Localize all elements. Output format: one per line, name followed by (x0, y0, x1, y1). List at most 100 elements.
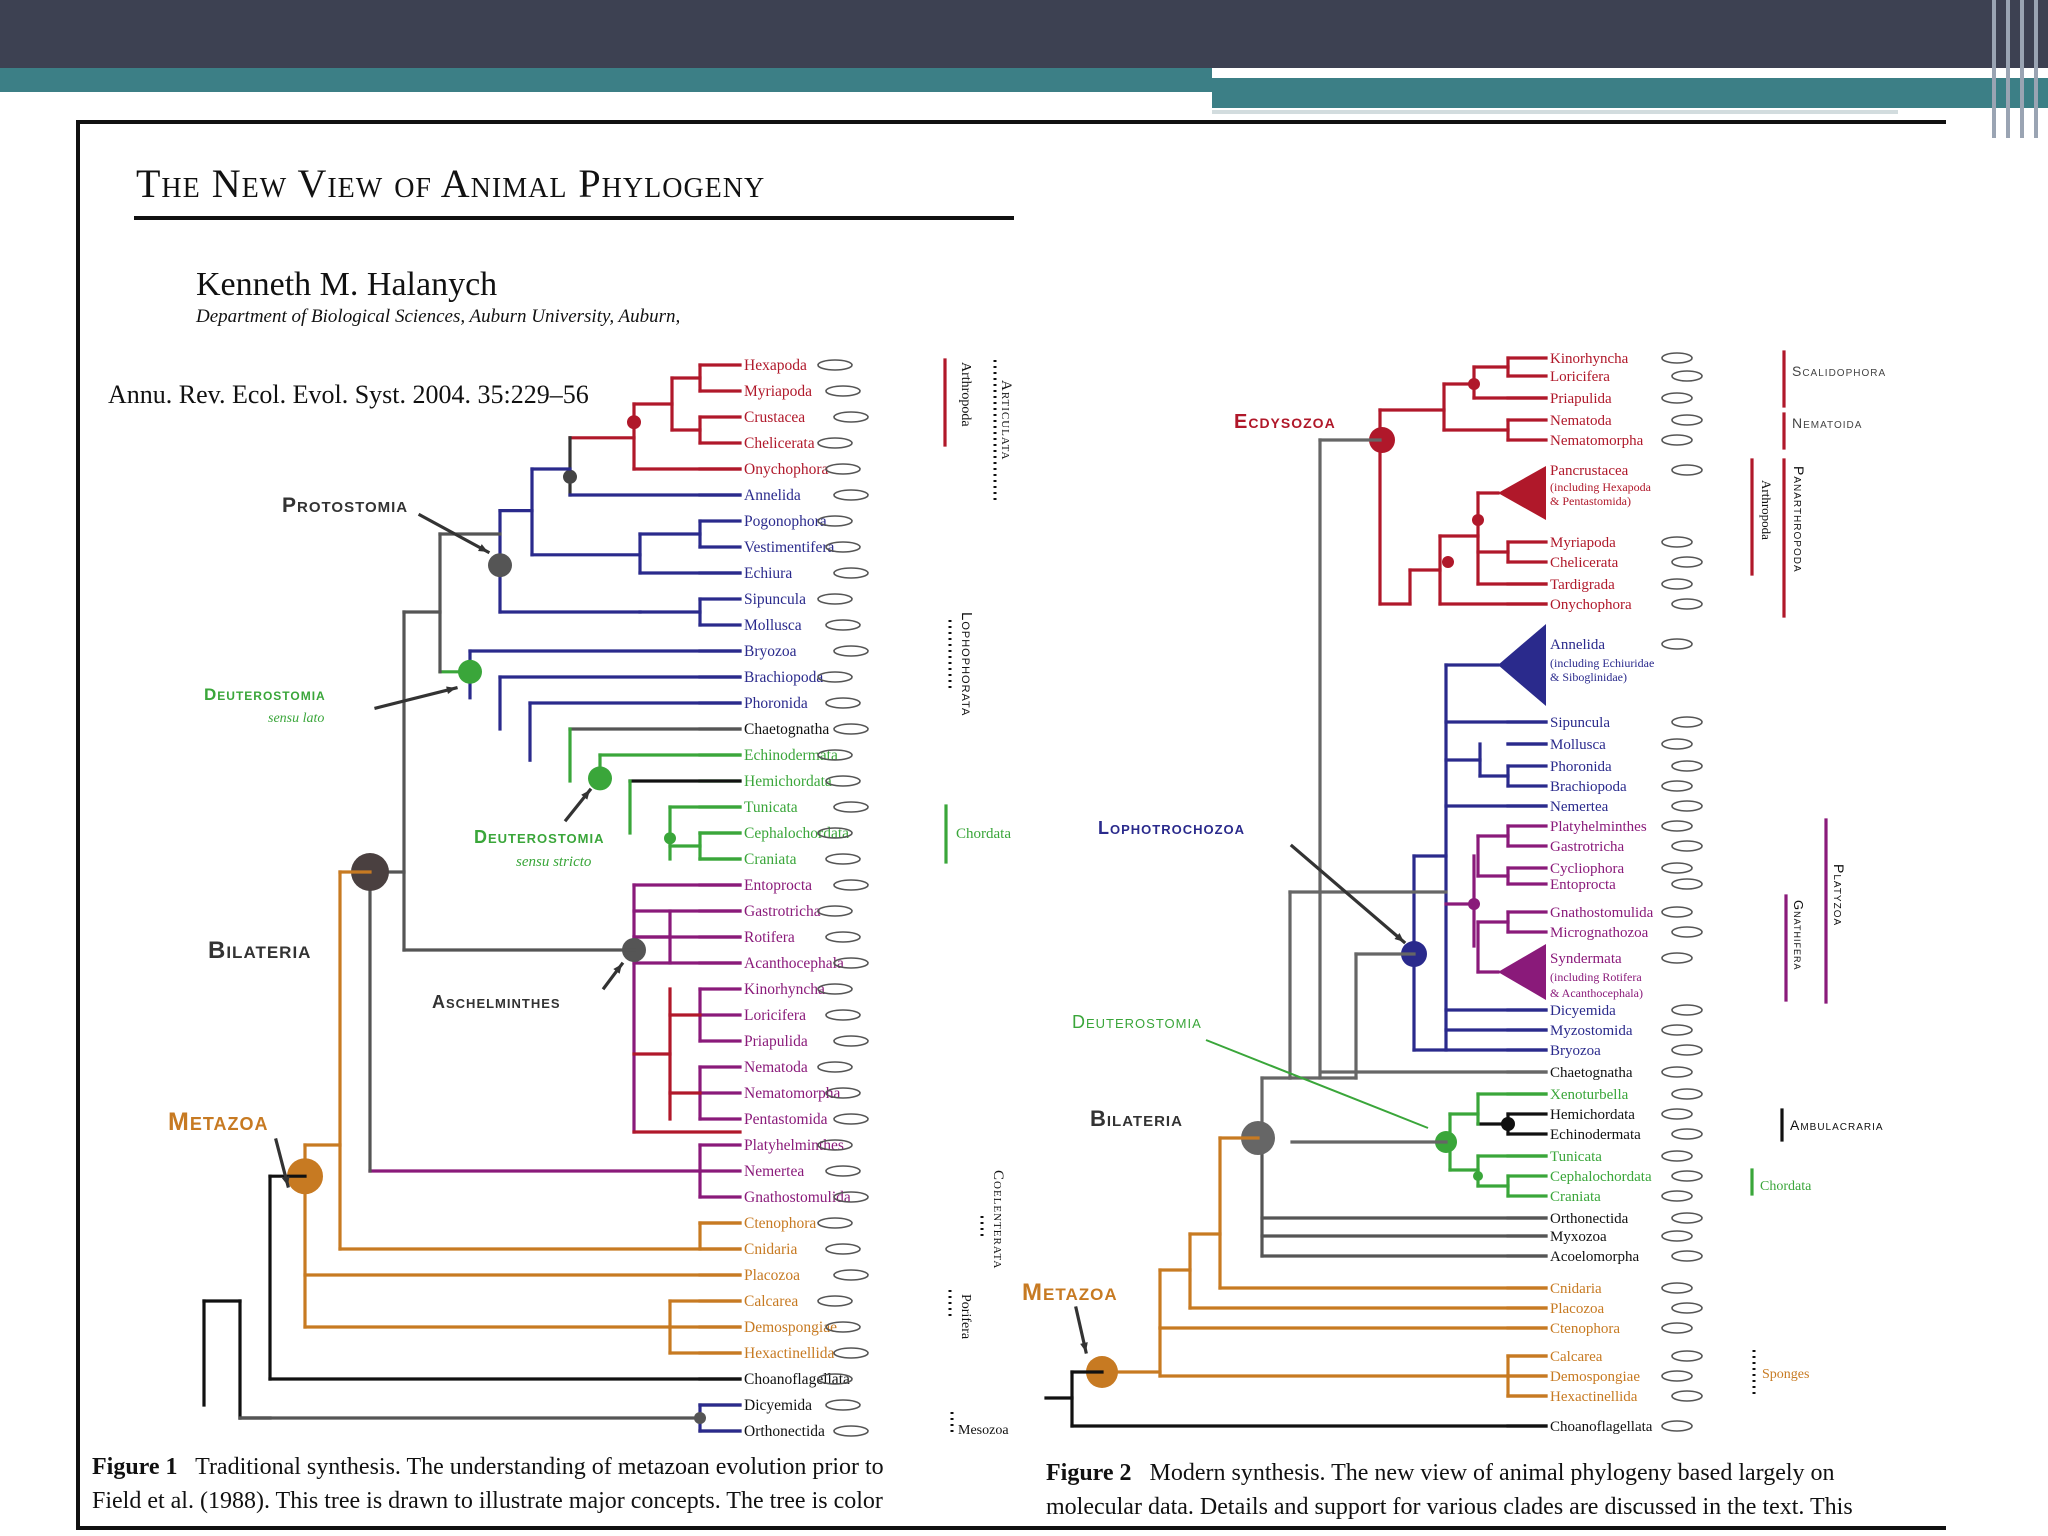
lophotrochozoa-arrow-head (1394, 933, 1404, 942)
organism-sketch-icon (833, 1347, 869, 1359)
fig2-taxon-label: Gastrotricha (1550, 839, 1624, 855)
fig2-taxon-label: Platyhelminthes (1550, 819, 1647, 835)
bilateria-label: Bilateria (1090, 1106, 1183, 1131)
fig2-taxon-label: Nematoda (1550, 413, 1612, 429)
organism-sketch-icon (1661, 1108, 1693, 1120)
organism-sketch-icon (817, 671, 853, 683)
coelenterata-group-label: Coelenterata (990, 1170, 1006, 1269)
organism-sketch-icon (817, 515, 853, 527)
organism-sketch-icon (825, 463, 861, 475)
organism-sketch-icon (817, 749, 853, 761)
gnathifera-group-label: Gnathifera (1791, 900, 1806, 970)
banner-stripe-thin (1212, 110, 1898, 114)
fig2-taxon-label: Cycliophora (1550, 861, 1624, 877)
node-dot (664, 832, 676, 845)
organism-sketch-icon (825, 1009, 861, 1021)
fig1-taxon-label: Nematomorpha (744, 1085, 841, 1102)
fig1-caption-label: Figure 1 (92, 1454, 178, 1480)
organism-sketch-icon (1671, 1250, 1703, 1262)
organism-sketch-icon (1671, 414, 1703, 426)
organism-sketch-icon (817, 905, 853, 917)
organism-sketch-icon (1661, 1420, 1693, 1432)
organism-sketch-icon (817, 1139, 853, 1151)
organism-sketch-icon (825, 385, 861, 397)
fig2-taxon-label: Priapulida (1550, 391, 1612, 407)
porifera-group-label: Porifera (958, 1294, 973, 1340)
fig1-taxon-label: Nemertea (744, 1163, 804, 1180)
organism-sketch-icon (825, 1087, 861, 1099)
organism-sketch-icon (833, 1425, 869, 1437)
lophotrochozoa-label: Lophotrochozoa (1098, 818, 1245, 838)
fig1-taxon-label: Hexactinellida (744, 1345, 834, 1362)
banner-stripe-right (1212, 78, 2048, 108)
organism-sketch-icon (833, 801, 869, 813)
fig1-taxon-label: Rotifera (744, 929, 795, 946)
fig1-taxon-label: Loricifera (744, 1007, 806, 1024)
organism-sketch-icon (1661, 1190, 1693, 1202)
fig2-taxon-label: Hemichordata (1550, 1107, 1635, 1123)
fig1-taxon-label: Orthonectida (744, 1423, 825, 1440)
organism-sketch-icon (817, 593, 853, 605)
node-dot (1472, 514, 1484, 526)
deuterostomia-lato-label: sensu lato (268, 711, 324, 726)
protostomia-label: Protostomia (282, 494, 408, 517)
fig1-taxon-label: Chaetognatha (744, 721, 829, 738)
fig1-taxon-label: Platyhelminthes (744, 1137, 844, 1154)
deuterostomia-stricto-arrow-head (581, 790, 590, 800)
sponges-group-label: Sponges (1762, 1367, 1809, 1382)
fig2-taxon-label: Mollusca (1550, 737, 1606, 753)
fig2-taxon-label: Echinodermata (1550, 1127, 1641, 1143)
organism-sketch-icon (825, 541, 861, 553)
fig1-taxon-label: Gastrotricha (744, 903, 821, 920)
organism-sketch-icon (1661, 1322, 1693, 1334)
organism-sketch-icon (1661, 780, 1693, 792)
fig1-taxon-label: Hexapoda (744, 357, 807, 374)
organism-sketch-icon (833, 645, 869, 657)
organism-sketch-icon (833, 723, 869, 735)
protostomia-node (488, 553, 512, 578)
node-dot (627, 415, 641, 430)
banner-stripe-left (0, 68, 1212, 92)
metazoa-arrow-head (281, 1176, 290, 1186)
organism-sketch-icon (1671, 1350, 1703, 1362)
organism-sketch-icon (825, 619, 861, 631)
fig1-taxon-label: Vestimentifera (744, 539, 835, 556)
fig2-taxon-label: Annelida (1550, 637, 1605, 653)
fig1-taxon-label: Crustacea (744, 409, 805, 426)
organism-sketch-icon (833, 957, 869, 969)
metazoa-label: Metazoa (168, 1108, 268, 1136)
fig1-taxon-label: Pentastomida (744, 1111, 828, 1128)
fig2-taxon-label: Calcarea (1550, 1349, 1603, 1365)
fig2-taxon-label: Gnathostomulida (1550, 905, 1654, 921)
organism-sketch-icon (833, 1191, 869, 1203)
organism-sketch-icon (817, 437, 853, 449)
organism-sketch-icon (825, 931, 861, 943)
fig1-taxon-label: Ctenophora (744, 1215, 816, 1232)
slide-banner (0, 0, 2048, 68)
fig2-taxon-label: Tardigrada (1550, 577, 1615, 593)
fig1-taxon-label: Myriapoda (744, 383, 812, 400)
fig2-taxon-label: Ctenophora (1550, 1321, 1620, 1337)
fig2-taxon-label: Sipuncula (1550, 715, 1610, 731)
fig2-taxon-label: & Siboglinidae) (1550, 670, 1627, 684)
fig1-taxon-label: Entoprocta (744, 877, 812, 894)
fig1-taxon-label: Echinodermata (744, 747, 838, 764)
chordata-group-label: Chordata (1760, 1179, 1812, 1194)
fig1-taxon-label: Onychophora (744, 461, 828, 478)
organism-sketch-icon (1661, 352, 1693, 364)
fig1-taxon-label: Sipuncula (744, 591, 806, 608)
fig1-taxon-label: Calcarea (744, 1293, 798, 1310)
organism-sketch-icon (1671, 1170, 1703, 1182)
organism-sketch-icon (825, 775, 861, 787)
author-affiliation: Department of Biological Sciences, Aubur… (196, 306, 681, 327)
organism-sketch-icon (1661, 862, 1693, 874)
organism-sketch-icon (833, 1113, 869, 1125)
node-dot (563, 469, 577, 484)
fig2-taxon-label: & Acanthocephala) (1550, 986, 1643, 1000)
node-dot (1468, 898, 1480, 910)
fig2-taxon-label: Choanoflagellata (1550, 1419, 1653, 1435)
organism-sketch-icon (1661, 1150, 1693, 1162)
fig2-taxon-label: Orthonectida (1550, 1211, 1629, 1227)
node-dot (1442, 556, 1454, 568)
organism-sketch-icon (1671, 598, 1703, 610)
